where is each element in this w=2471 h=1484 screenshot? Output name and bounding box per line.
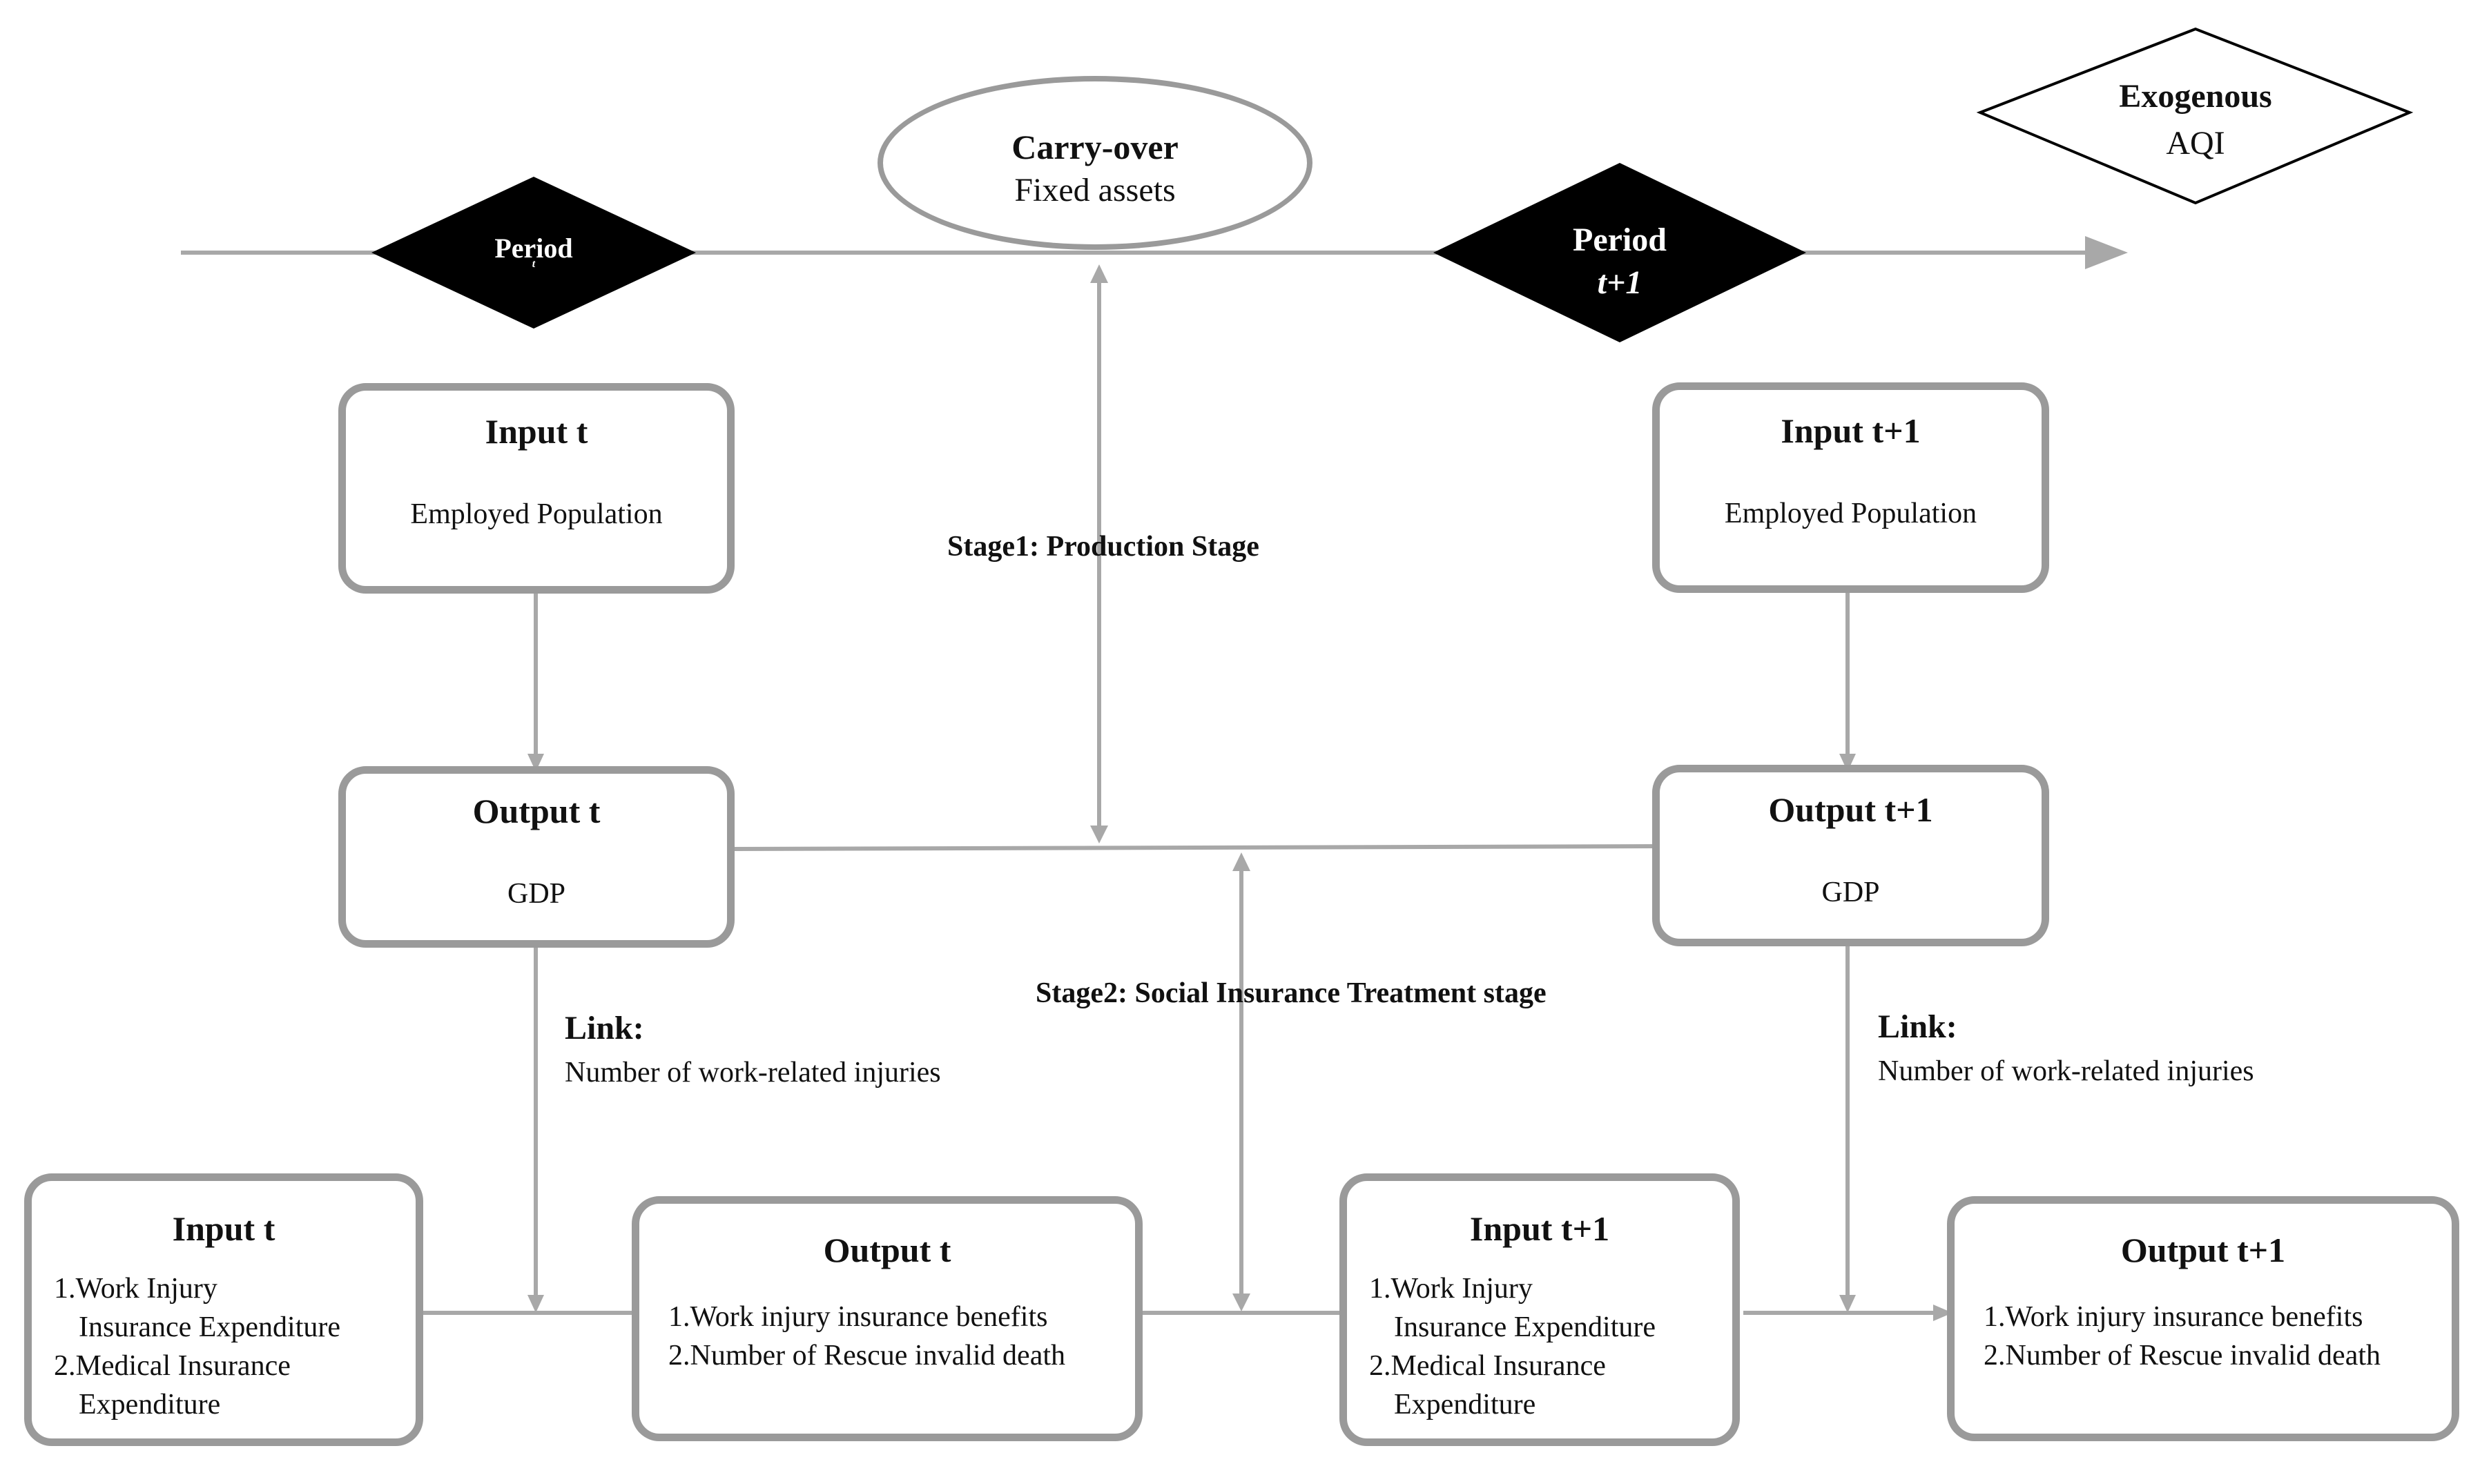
stage2-input-t1-item-2-cont: Expenditure [1394, 1389, 1536, 1420]
timeline-arrowhead [2085, 236, 2128, 269]
stage1-output-t1-box: Output t+1 GDP [1652, 765, 2049, 946]
period-t1-label: Period [1573, 222, 1667, 258]
arrowhead-stage2-top [1232, 852, 1250, 871]
stage1-input-t-title: Input t [485, 412, 588, 451]
stage2-input-t1-item-1: 1.Work Injury [1369, 1273, 1533, 1305]
stage2-output-t-item-2: 2.Number of Rescue invalid death [668, 1340, 1065, 1371]
stage2-output-t-title: Output t [823, 1231, 951, 1269]
arrowhead-stage1-top [1090, 264, 1108, 283]
arrowhead-stage1-bottom [1090, 826, 1108, 843]
stage2-input-t1-item-2: 2.Medical Insurance [1369, 1350, 1606, 1382]
stage2-output-t1-list: 1.Work injury insurance benefits 2.Numbe… [1984, 1298, 2381, 1375]
stage2-output-t1-title: Output t+1 [2120, 1231, 2286, 1269]
stage1-label: Stage1: Production Stage [947, 531, 1259, 563]
period-t1-diamond [1433, 163, 1806, 342]
stage1-output-t-title: Output t [472, 792, 601, 830]
stage2-input-t1-item-1-cont: Insurance Expenditure [1394, 1311, 1656, 1343]
stage1-input-t1-value: Employed Population [1724, 498, 1977, 529]
stage1-output-t-value: GDP [507, 878, 566, 910]
arrowhead-output-t1 [1933, 1305, 1952, 1321]
stage2-input-t-item-1-cont: Insurance Expenditure [79, 1311, 341, 1343]
stage2-input-t1-box: Input t+1 1.Work Injury Insurance Expend… [1339, 1173, 1740, 1446]
carry-over-ellipse: Carry-over Fixed assets [878, 76, 1312, 250]
stage2-input-t-item-1: 1.Work Injury [54, 1273, 217, 1305]
exogenous-title: Exogenous [2119, 78, 2272, 115]
period-t-label: Period [494, 233, 573, 264]
stage2-output-t-box: Output t 1.Work injury insurance benefit… [632, 1196, 1143, 1441]
period-t1-sub: t+1 [1597, 264, 1643, 301]
stage1-input-t-value: Employed Population [410, 498, 663, 530]
stage2-input-t-item-2-cont: Expenditure [79, 1389, 221, 1420]
stage2-input-t1-list: 1.Work Injury Insurance Expenditure 2.Me… [1369, 1269, 1656, 1424]
carry-over-title: Carry-over [1011, 128, 1179, 166]
arrowhead-input-t1 [1839, 754, 1856, 772]
arrowhead-link-t [527, 1295, 544, 1313]
exogenous-diamond [1976, 27, 2414, 205]
stage2-input-t-item-2: 2.Medical Insurance [54, 1350, 291, 1382]
stage1-output-t1-title: Output t+1 [1768, 790, 1933, 829]
stage1-output-t1-value: GDP [1821, 877, 1880, 908]
stage1-input-t1-title: Input t+1 [1781, 411, 1921, 450]
stage2-output-t-list: 1.Work injury insurance benefits 2.Numbe… [668, 1298, 1065, 1375]
arrowhead-link-t1 [1839, 1295, 1856, 1313]
stage2-output-t1-box: Output t+1 1.Work injury insurance benef… [1947, 1196, 2459, 1441]
exogenous-subtitle: AQI [2166, 125, 2225, 162]
arrowhead-input-t [527, 754, 544, 772]
period-t-diamond [371, 177, 696, 329]
stage2-output-t1-item-2: 2.Number of Rescue invalid death [1984, 1340, 2381, 1371]
stage2-input-t1-title: Input t+1 [1469, 1209, 1610, 1248]
stage2-output-t-item-1: 1.Work injury insurance benefits [668, 1301, 1048, 1333]
stage1-output-t-box: Output t GDP [338, 766, 735, 948]
stage2-input-t-title: Input t [172, 1209, 275, 1248]
stage1-input-t1-box: Input t+1 Employed Population [1652, 382, 2049, 593]
link-t1-title: Link: [1878, 1008, 1957, 1045]
stage1-connector [733, 844, 1658, 851]
period-t-sub: t [532, 258, 536, 270]
arrowhead-stage2-bottom [1232, 1293, 1250, 1311]
stage2-output-t1-item-1: 1.Work injury insurance benefits [1984, 1301, 2363, 1333]
link-t-value: Number of work-related injuries [565, 1057, 941, 1088]
link-t-title: Link: [565, 1010, 644, 1046]
carry-over-subtitle: Fixed assets [1014, 172, 1176, 208]
stage2-input-t-box: Input t 1.Work Injury Insurance Expendit… [24, 1173, 423, 1446]
stage2-input-t-list: 1.Work Injury Insurance Expenditure 2.Me… [54, 1269, 340, 1424]
link-t1-value: Number of work-related injuries [1878, 1055, 2254, 1087]
stage1-input-t-box: Input t Employed Population [338, 383, 735, 594]
stage2-label: Stage2: Social Insurance Treatment stage [1036, 977, 1547, 1009]
